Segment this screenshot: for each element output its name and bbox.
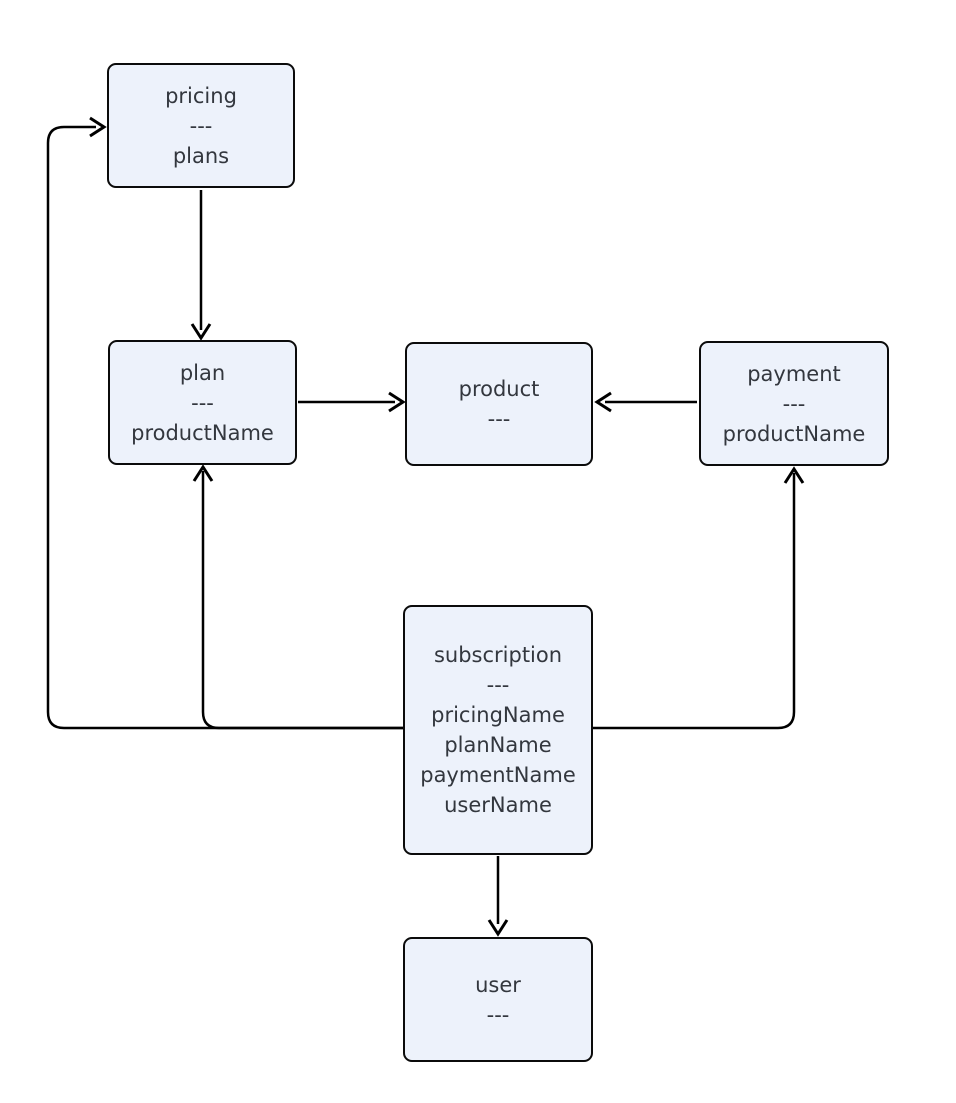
- node-field: plans: [172, 143, 230, 168]
- node-divider: ---: [191, 390, 214, 415]
- node-field: userName: [444, 793, 552, 817]
- node-user: user ---: [403, 937, 593, 1062]
- edge-subscription-plan-line: [201, 471, 403, 730]
- node-divider: ---: [486, 673, 510, 697]
- node-divider: ---: [487, 407, 511, 431]
- edge-subscription-plan-arrowhead: [192, 464, 214, 482]
- node-subscription: subscription --- pricingName planName pa…: [403, 605, 593, 855]
- edge-pricing-plan-arrowhead: [190, 323, 212, 341]
- node-divider: ---: [189, 113, 213, 138]
- node-product: product ---: [405, 342, 593, 466]
- edge-subscription-payment-line: [593, 473, 796, 730]
- node-divider: ---: [486, 1002, 510, 1027]
- node-title: product: [458, 377, 540, 401]
- edge-payment-product-arrowhead: [594, 391, 612, 413]
- node-title: payment: [747, 361, 841, 386]
- edge-subscription-pricing-line: [46, 125, 403, 730]
- edge-plan-product-arrowhead: [388, 391, 406, 413]
- node-field: planName: [444, 733, 552, 757]
- node-plan: plan --- productName: [108, 340, 297, 465]
- node-field: paymentName: [420, 763, 576, 787]
- node-title: subscription: [433, 643, 563, 667]
- node-title: user: [475, 972, 521, 997]
- node-field: productName: [131, 420, 274, 445]
- node-field: productName: [722, 421, 866, 446]
- node-title: pricing: [165, 83, 237, 108]
- edge-subscription-user-arrowhead: [487, 919, 509, 937]
- node-field: pricingName: [431, 703, 565, 727]
- node-divider: ---: [782, 391, 806, 416]
- node-payment: payment --- productName: [699, 341, 889, 466]
- edge-subscription-pricing-arrowhead: [89, 116, 107, 138]
- edge-subscription-payment-arrowhead: [783, 466, 805, 484]
- node-title: plan: [179, 360, 226, 385]
- node-pricing: pricing --- plans: [107, 63, 295, 188]
